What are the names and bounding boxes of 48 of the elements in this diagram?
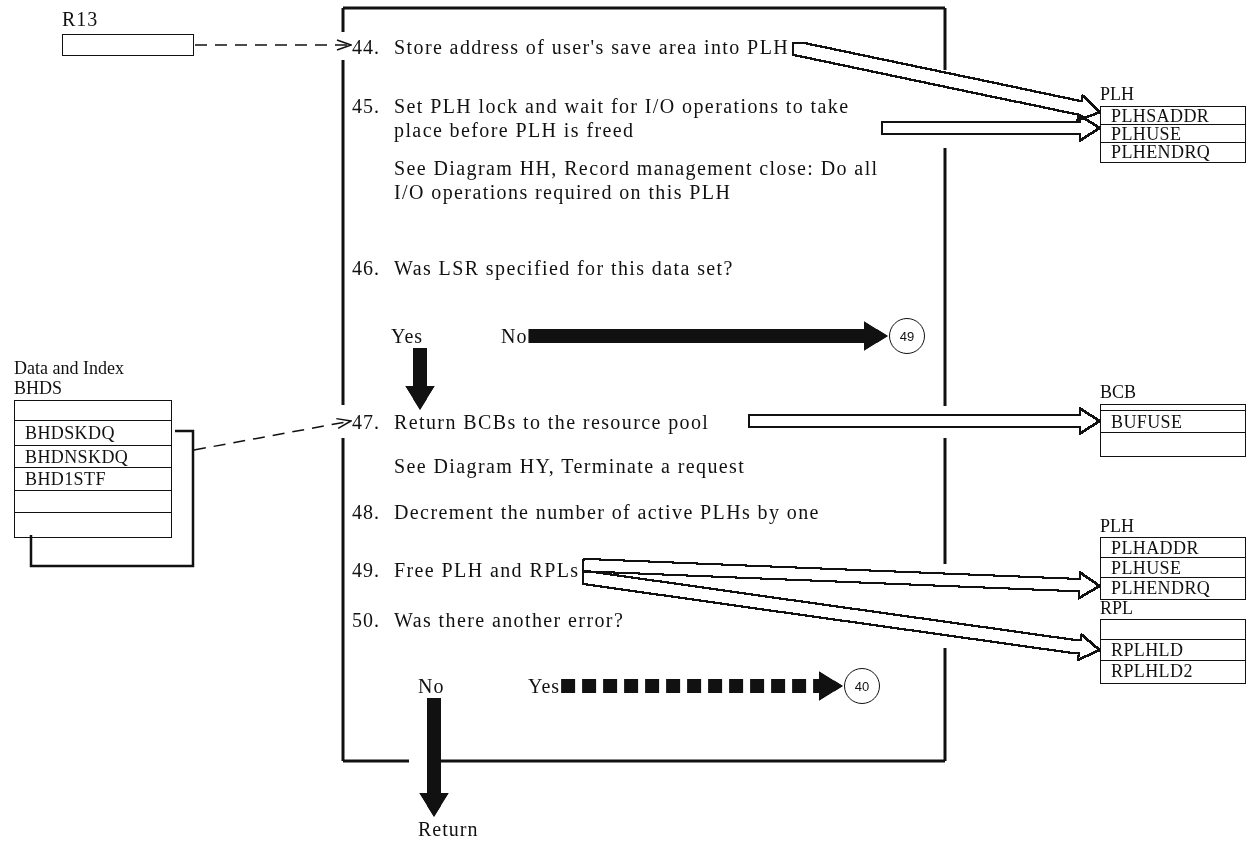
step-number: 45. (352, 94, 380, 118)
step-number: 44. (352, 35, 380, 59)
hollow-arrow (587, 564, 1101, 600)
step-text: Free PLH and RPLs (394, 558, 581, 582)
table-title: PLH (1100, 84, 1135, 104)
field-name: PLHENDRQ (1111, 578, 1211, 598)
step-number: 48. (352, 500, 380, 524)
step-text: Decrement the number of active PLHs by one (394, 500, 821, 524)
field-name: PLHUSE (1111, 558, 1182, 578)
hollow-arrow (753, 407, 1101, 435)
field-name: PLHSADDR (1111, 107, 1210, 125)
field-name: BHDSKDQ (25, 422, 115, 445)
field-name: BHDNSKDQ (25, 446, 129, 468)
field-name: PLHENDRQ (1111, 143, 1211, 161)
step-number: 49. (352, 558, 380, 582)
step-number: 47. (352, 410, 380, 434)
branch-label: Yes (528, 675, 561, 697)
branch-label: No (501, 325, 528, 347)
branch-label: No (418, 675, 445, 697)
field-name: RPLHLD (1111, 640, 1184, 661)
step-text: Store address of user's save area into PLH (394, 35, 791, 59)
hollow-arrow (587, 577, 1101, 662)
step-text: Was there another error? (394, 608, 626, 632)
dashed-arrow (194, 39, 352, 51)
step-text: Was LSR specified for this data set? (394, 256, 735, 280)
branch-label: Return (418, 818, 479, 840)
dashed-arrow (193, 417, 352, 451)
step-number: 46. (352, 256, 380, 280)
table-title: BCB (1100, 382, 1138, 402)
bold-arrow (419, 698, 449, 817)
step-number: 50. (352, 608, 380, 632)
bold-arrow (528, 321, 888, 351)
bold-arrow (405, 348, 435, 410)
step-text: Set PLH lock and wait for I/O operations to take place before PLH is freed (394, 94, 851, 142)
field-name: RPLHLD2 (1111, 661, 1193, 682)
field-name: PLHUSE (1111, 125, 1182, 143)
table-title: Data and Index BHDS (14, 358, 125, 398)
field-name: PLHADDR (1111, 538, 1199, 558)
step-text: Return BCBs to the resource pool (394, 410, 711, 434)
table-title: PLH (1100, 516, 1135, 536)
reference-note: See Diagram HH, Record management close: Do all I/O operations required on this PLH (394, 156, 880, 204)
field-name: BUFUSE (1111, 411, 1183, 433)
dashed-bold-arrow (561, 671, 843, 701)
reference-note: See Diagram HY, Terminate a request (394, 454, 747, 478)
table-title: RPL (1100, 598, 1134, 618)
register-name: R13 (62, 8, 99, 30)
field-name: BHD1STF (25, 468, 106, 491)
branch-label: Yes (391, 325, 424, 347)
